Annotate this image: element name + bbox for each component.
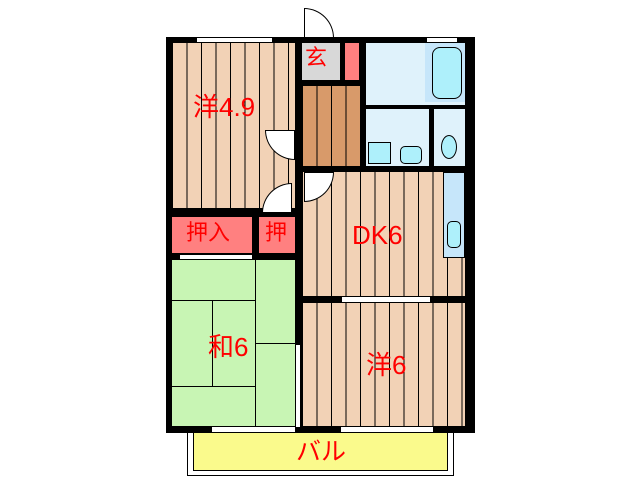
room-western-4-9	[172, 43, 295, 208]
room-japanese-label: 和6	[208, 332, 249, 362]
sink-icon	[400, 146, 422, 164]
sliding-door-japanese	[180, 254, 252, 260]
entrance	[302, 43, 340, 80]
dining-kitchen	[302, 172, 465, 296]
bathtub-icon	[432, 47, 462, 99]
sliding-door-between	[295, 345, 301, 427]
kitchen-sink-icon	[447, 221, 461, 248]
closet-small-label: 押	[265, 220, 288, 245]
tatami-line	[212, 300, 213, 386]
closet-large-label: 押入	[186, 220, 231, 245]
hallway	[302, 86, 360, 166]
washing-machine-icon	[368, 142, 391, 164]
tatami-line	[255, 343, 295, 344]
window-bath	[427, 37, 457, 43]
balcony	[193, 430, 448, 471]
tatami-line	[172, 300, 255, 301]
room-western-6	[302, 303, 465, 426]
shoe-closet	[345, 43, 359, 80]
room-western-4-9-label: 洋4.9	[193, 92, 256, 122]
sliding-door-western-6	[342, 296, 430, 303]
room-western-6-label: 洋6	[366, 350, 407, 380]
closet-small	[259, 217, 295, 253]
closet-large	[172, 217, 252, 253]
window-balcony-left	[212, 426, 295, 433]
window-balcony-right	[341, 426, 433, 433]
entrance-label: 玄	[305, 45, 328, 70]
toilet-icon	[441, 135, 457, 159]
window-top-left	[197, 37, 272, 43]
front-door	[304, 8, 334, 38]
tatami-line	[172, 386, 255, 387]
dining-kitchen-label: DK6	[352, 220, 403, 250]
balcony-label: バル	[296, 438, 347, 466]
